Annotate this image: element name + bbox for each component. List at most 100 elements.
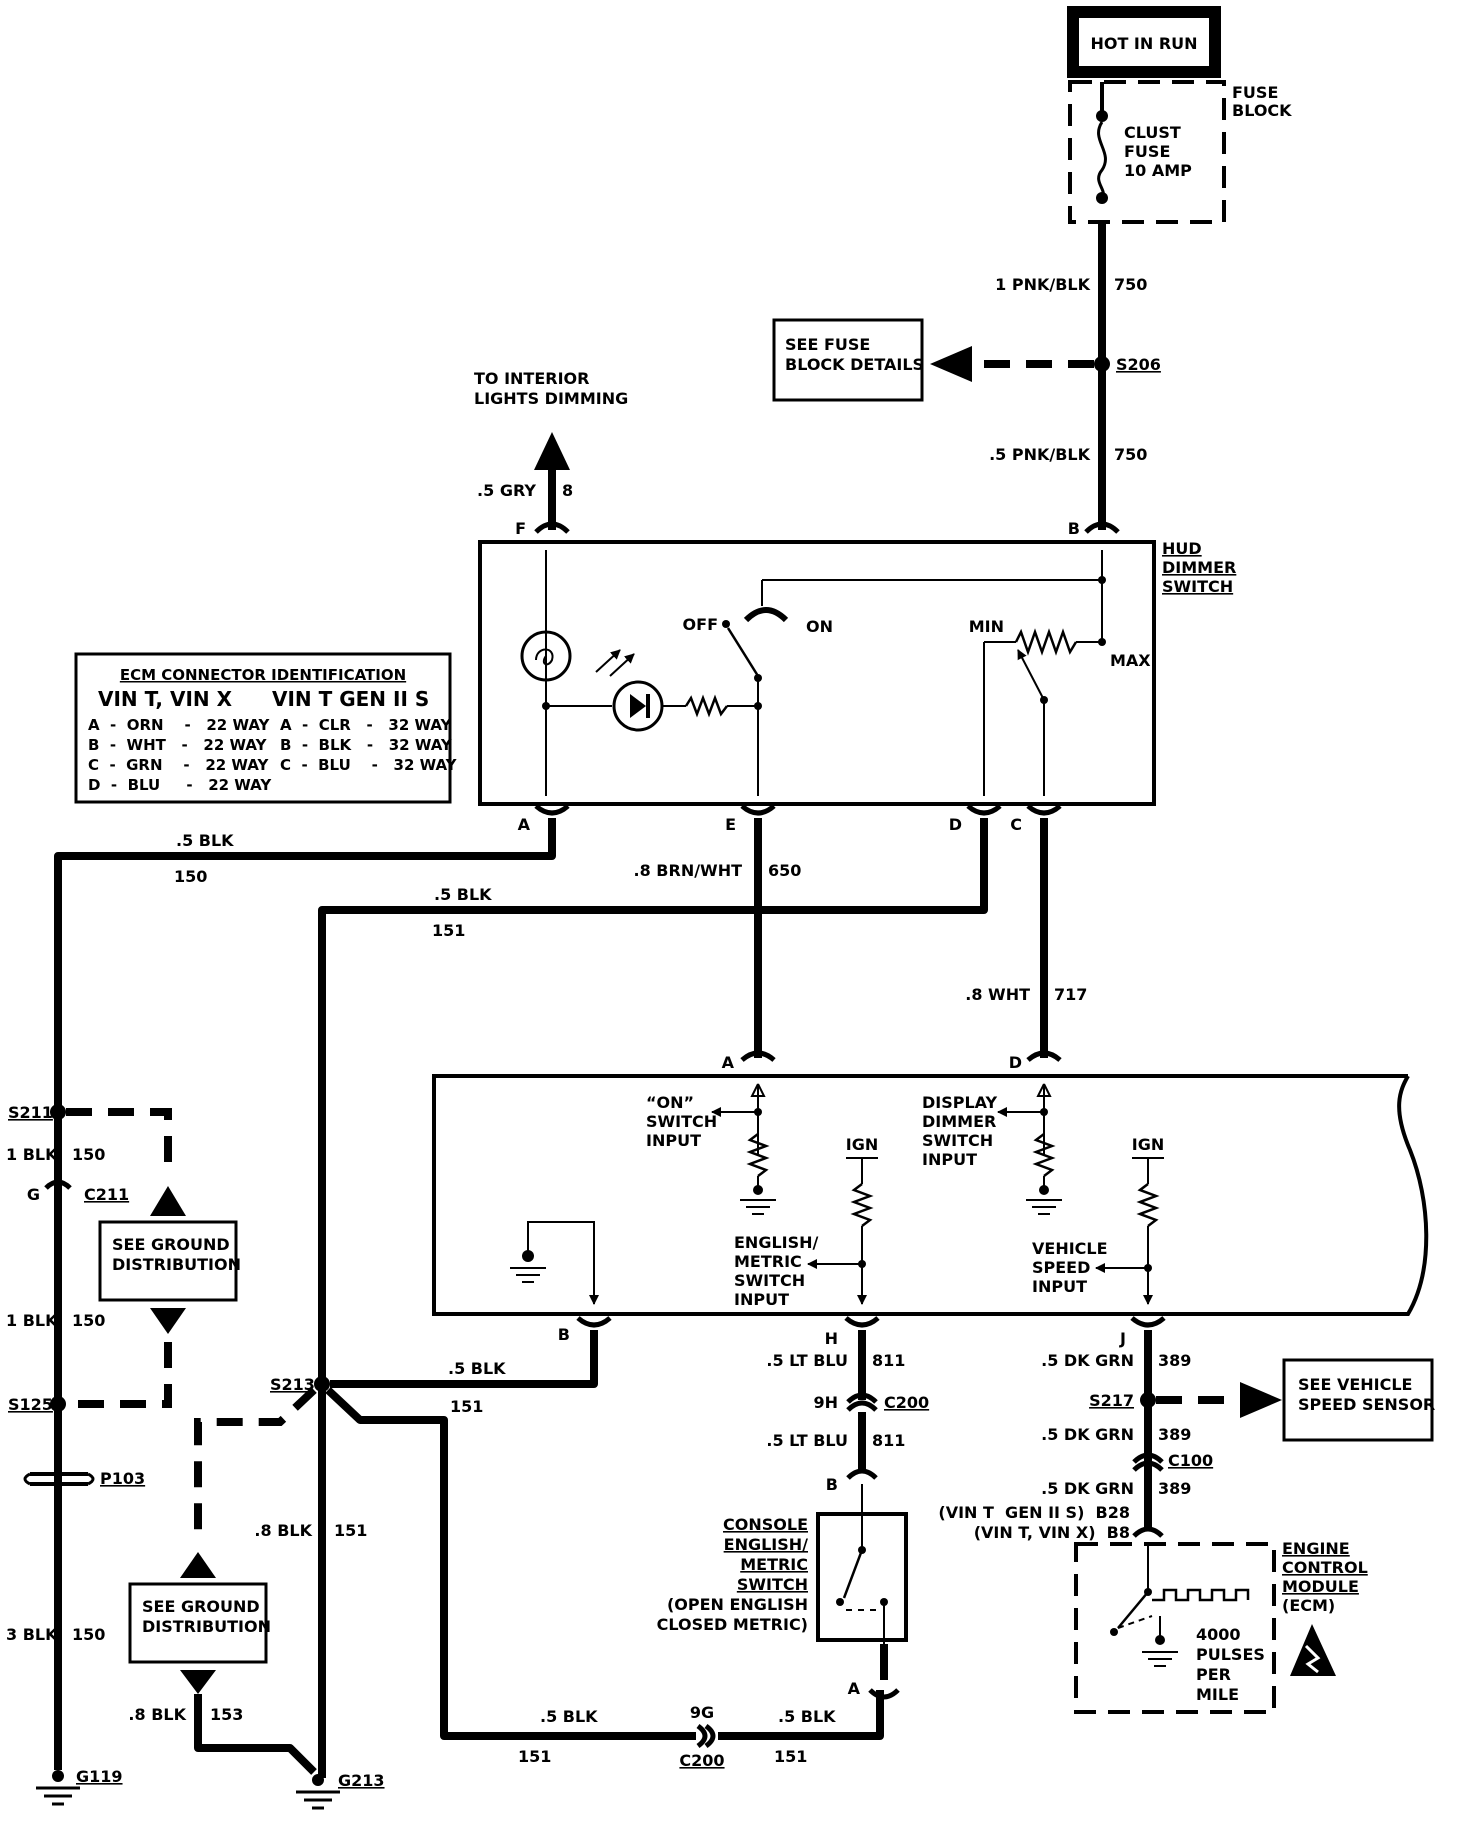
- wire-151c-size: .8 BLK: [254, 1521, 312, 1540]
- hot-in-run-label: HOT IN RUN: [1090, 34, 1197, 53]
- wire-389a-num: 389: [1158, 1351, 1191, 1370]
- on-input-1: “ON”: [646, 1093, 694, 1112]
- splice-s125: [50, 1396, 66, 1412]
- wire-150a-num: 150: [174, 867, 207, 886]
- fuse-block: FUSE BLOCK CLUST FUSE 10 AMP: [1068, 80, 1292, 224]
- wire-811a-size: .5 LT BLU: [766, 1351, 848, 1370]
- splice-s206-label: S206: [1116, 355, 1161, 374]
- ign-label-1: IGN: [846, 1135, 878, 1154]
- speed-input-2: SPEED: [1032, 1258, 1090, 1277]
- splice-s213-label: S213: [270, 1375, 315, 1394]
- wire-750-bot-num: 750: [1114, 445, 1147, 464]
- instrument-cluster: A D “ON” SWITCH INPUT DISPLAY DIMMER SWI…: [432, 1050, 1429, 1348]
- hud-pin-b: B: [1068, 519, 1080, 538]
- connector-c200-9h-mate: [846, 1400, 878, 1412]
- hud-pin-c: C: [1010, 815, 1022, 834]
- hud-on-label: ON: [806, 617, 833, 636]
- wire-717-num: 717: [1054, 985, 1087, 1004]
- ecm-id-row: A - CLR - 32 WAY: [280, 716, 453, 734]
- c200-9g-pin-label: 9G: [690, 1703, 714, 1722]
- ecm-id-col2-head: VIN T GEN II S: [272, 687, 429, 711]
- ecm-id-row: B - WHT - 22 WAY: [88, 736, 268, 754]
- cluster-pin-h: H: [825, 1329, 838, 1348]
- dimmer-input-1: DISPLAY: [922, 1093, 998, 1112]
- wire-750-top-num: 750: [1114, 275, 1147, 294]
- hud-pin-f: F: [515, 519, 526, 538]
- see-vehicle-speed-sensor-box: [1282, 1358, 1434, 1442]
- speed-input-3: INPUT: [1032, 1277, 1087, 1296]
- wire-389a-size: .5 DK GRN: [1041, 1351, 1134, 1370]
- ecm-connector-id-table: ECM CONNECTOR IDENTIFICATION VIN T, VIN …: [74, 652, 458, 804]
- fuse-name-2: FUSE: [1124, 142, 1170, 161]
- g119-label: G119: [76, 1767, 123, 1786]
- c100-label: C100: [1168, 1451, 1213, 1470]
- ground-g213-icon: [296, 1774, 340, 1810]
- ground-dist-1-line-2: DISTRIBUTION: [112, 1255, 241, 1274]
- see-fuse-block-line-1: SEE FUSE: [785, 335, 870, 354]
- ecm-pin-b28: (VIN T GEN II S) B28: [938, 1503, 1130, 1522]
- splice-s217: [1140, 1392, 1156, 1408]
- wire-151b-num: 151: [450, 1397, 483, 1416]
- interior-dimming-line-1: TO INTERIOR: [474, 369, 589, 388]
- dimmer-input-4: INPUT: [922, 1150, 977, 1169]
- wire-811b-size: .5 LT BLU: [766, 1431, 848, 1450]
- wire-150a-size: .5 BLK: [176, 831, 234, 850]
- wire-151c-num: 151: [334, 1521, 367, 1540]
- ecm-id-row: C - GRN - 22 WAY: [88, 756, 269, 774]
- s213-dashed-link: [194, 1387, 317, 1544]
- wire-151-from-hud: [318, 818, 988, 1778]
- console-switch-pin-b-label: B: [826, 1475, 838, 1494]
- ecm-id-row: D - BLU - 22 WAY: [88, 776, 272, 794]
- g213-label: G213: [338, 1771, 385, 1790]
- english-input-2: METRIC: [734, 1252, 802, 1271]
- splice-s217-label: S217: [1089, 1391, 1134, 1410]
- s211-dashed-link: [66, 1108, 172, 1178]
- wire-150c-size: 1 BLK: [6, 1311, 58, 1330]
- english-input-3: SWITCH: [734, 1271, 805, 1290]
- english-input-1: ENGLISH/: [734, 1233, 819, 1252]
- wire-153: [194, 1694, 317, 1775]
- ecm-pin: [1132, 1526, 1164, 1538]
- wire-811b-num: 811: [872, 1431, 905, 1450]
- ecm-pulses-3: PER: [1196, 1665, 1231, 1684]
- connector-c211: [44, 1179, 72, 1190]
- wire-151-c200-to-switch: [718, 1690, 884, 1740]
- vss-arrow-icon: [1240, 1382, 1282, 1418]
- vss-line-1: SEE VEHICLE: [1298, 1375, 1412, 1394]
- console-switch-line-1: CONSOLE: [723, 1515, 808, 1534]
- hud-pin-a: A: [518, 815, 531, 834]
- wire-151a-num: 151: [432, 921, 465, 940]
- speed-input-1: VEHICLE: [1032, 1239, 1108, 1258]
- fuse-block-label-1: FUSE: [1232, 83, 1278, 102]
- ground-dist-2-line-2: DISTRIBUTION: [142, 1617, 271, 1636]
- console-switch-note-1: (OPEN ENGLISH: [667, 1595, 808, 1614]
- s125-dashed-link: [66, 1342, 172, 1408]
- wire-811a-num: 811: [872, 1351, 905, 1370]
- wire-150b-size: 1 BLK: [6, 1145, 58, 1164]
- splice-s125-label: S125: [8, 1395, 53, 1414]
- ecm-title-3: MODULE: [1282, 1577, 1359, 1596]
- hot-in-run-box: HOT IN RUN: [1067, 6, 1221, 78]
- connector-c200-9g: [696, 1723, 708, 1749]
- console-switch-line-4: SWITCH: [737, 1575, 808, 1594]
- ground-dist-up-arrow-icon: [150, 1186, 186, 1216]
- wire-151e-num: 151: [774, 1747, 807, 1766]
- hud-title-1: HUD: [1162, 539, 1202, 558]
- dimmer-input-2: DIMMER: [922, 1112, 996, 1131]
- hud-dimmer-switch: F B HUD DIMMER SWITCH OFF ON MIN: [478, 519, 1236, 834]
- see-ground-distribution-box-2: [128, 1582, 268, 1664]
- esd-warning-icon: [1290, 1624, 1336, 1676]
- interior-dimming-line-2: LIGHTS DIMMING: [474, 389, 628, 408]
- wire-151e-size: .5 BLK: [778, 1707, 836, 1726]
- wire-717-size: .8 WHT: [965, 985, 1030, 1004]
- connector-c100: [1132, 1452, 1164, 1464]
- wire-153-num: 153: [210, 1705, 243, 1724]
- wire-151b-size: .5 BLK: [448, 1359, 506, 1378]
- english-input-4: INPUT: [734, 1290, 789, 1309]
- ecm-pin-b8: (VIN T, VIN X) B8: [974, 1523, 1130, 1542]
- see-fuse-block-line-2: BLOCK DETAILS: [785, 355, 924, 374]
- wire-750-bot-size: .5 PNK/BLK: [989, 445, 1091, 464]
- ecm-id-title: ECM CONNECTOR IDENTIFICATION: [120, 666, 406, 684]
- c200-9h-pin-label: 9H: [813, 1393, 838, 1412]
- wire-650-num: 650: [768, 861, 801, 880]
